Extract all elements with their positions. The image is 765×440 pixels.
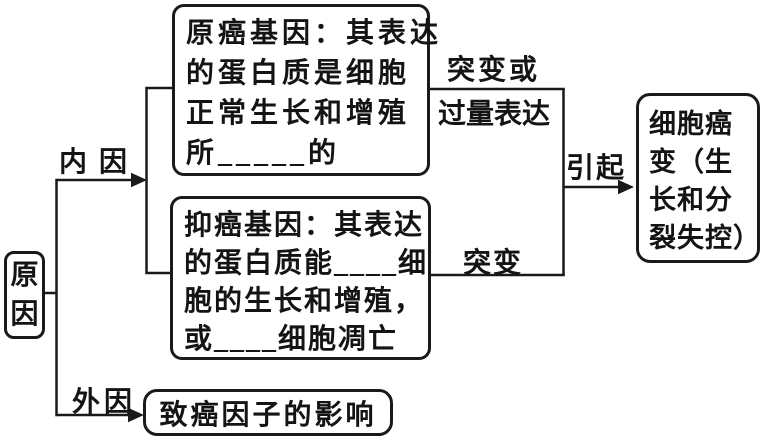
edge-internal-arrowhead (131, 172, 147, 188)
node-cell-canceration-line2: 变（生 (649, 147, 733, 177)
node-cell-canceration-line4: 裂失控） (649, 223, 761, 253)
node-cause: 原 因 (4, 251, 45, 339)
edge-label-internal-cause: 内因 (59, 147, 140, 178)
node-cell-canceration-line1: 细胞癌 (649, 109, 733, 139)
edge-label-causes: 引起 (566, 153, 627, 184)
node-carcinogen-factor-label: 致癌因子的影响 (159, 399, 377, 431)
edge-label-mutation-or-overexpression-line1: 突变或 (447, 55, 541, 86)
node-proto-oncogene-line1: 原癌基因：其表达 (186, 18, 443, 49)
edge-causes-arrowhead (618, 179, 634, 195)
node-proto-oncogene: 原癌基因：其表达 的蛋白质是细胞 正常生长和增殖 所_____的 (172, 4, 443, 176)
edge-label-mutation-or-overexpression-line2: 过量表达 (438, 99, 551, 130)
edge-label-mutation: 突变 (463, 248, 524, 279)
edge-external-arrowhead (128, 407, 144, 423)
node-cause-line2: 因 (10, 299, 39, 330)
node-proto-oncogene-line4: 所_____的 (186, 138, 341, 169)
node-cell-canceration-line3: 长和分 (649, 185, 733, 215)
node-tumor-suppressor-line1: 抑癌基因：其表达 (184, 210, 425, 241)
node-proto-oncogene-line3: 正常生长和增殖 (186, 98, 411, 129)
node-cause-line1: 原 (10, 260, 39, 291)
node-tumor-suppressor-line2: 的蛋白质能____细 (184, 248, 429, 279)
node-carcinogen-factor: 致癌因子的影响 (143, 389, 393, 436)
node-cell-canceration: 细胞癌 变（生 长和分 裂失控） (636, 93, 760, 263)
node-proto-oncogene-line2: 的蛋白质是细胞 (186, 58, 411, 89)
edge-label-external-cause: 外因 (72, 387, 137, 418)
node-tumor-suppressor-line4: 或____细胞凋亡 (184, 324, 399, 355)
node-tumor-suppressor: 抑癌基因：其表达 的蛋白质能____细 胞的生长和增殖， 或____细胞凋亡 (170, 196, 431, 360)
node-tumor-suppressor-line3: 胞的生长和增殖， (184, 286, 425, 317)
edge-gene-bracket (145, 86, 172, 275)
